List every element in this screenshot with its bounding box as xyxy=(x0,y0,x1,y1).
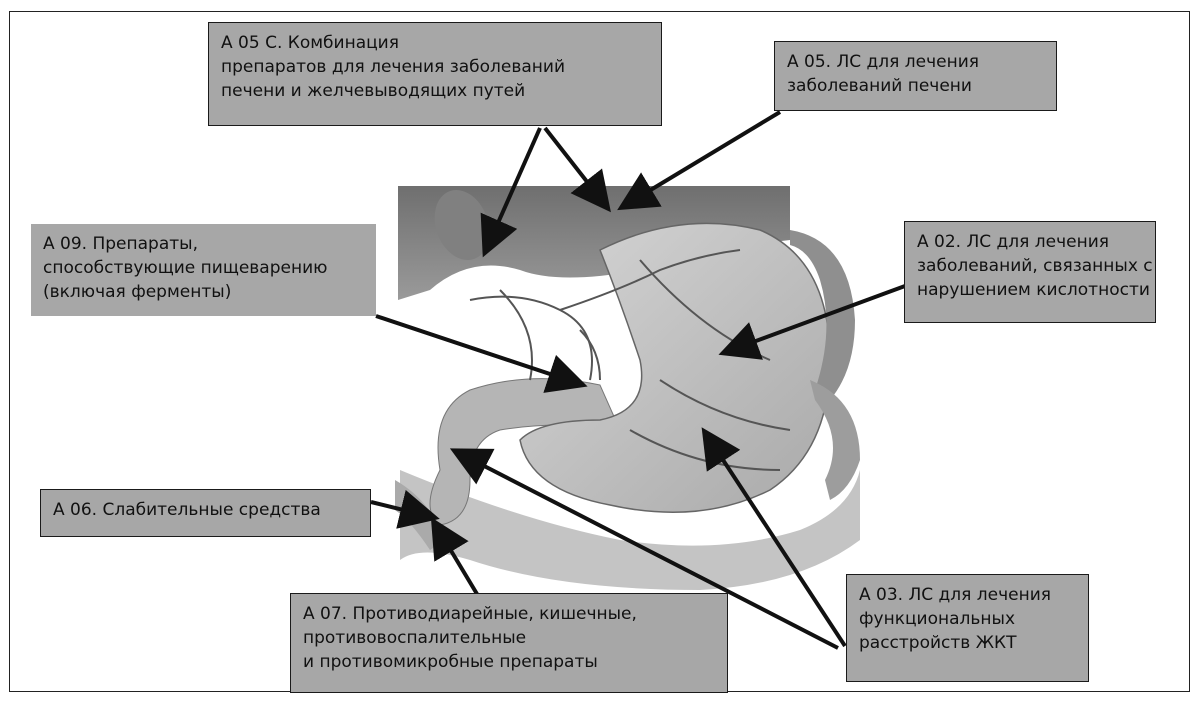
label-a05c-line-3: печени и желчевыводящих путей xyxy=(221,79,649,103)
label-a09-line-1: А 09. Препараты, xyxy=(43,232,364,256)
label-a09-line-2: способствующие пищеварению xyxy=(43,256,364,280)
label-a05: А 05. ЛС для лечения заболеваний печени xyxy=(774,41,1057,111)
label-a05-line-1: А 05. ЛС для лечения xyxy=(787,50,1044,74)
label-a05-line-2: заболеваний печени xyxy=(787,74,1044,98)
label-a03-line-1: А 03. ЛС для лечения xyxy=(859,583,1076,607)
label-a05c-line-1: А 05 С. Комбинация xyxy=(221,31,649,55)
label-a09: А 09. Препараты, способствующие пищеваре… xyxy=(31,224,376,316)
label-a03-line-3: расстройств ЖКТ xyxy=(859,631,1076,655)
label-a02-line-3: нарушением кислотности xyxy=(917,278,1143,302)
label-a07-line-3: и противомикробные препараты xyxy=(303,650,715,674)
label-a07-line-1: А 07. Противодиарейные, кишечные, xyxy=(303,602,715,626)
label-a09-line-3: (включая ферменты) xyxy=(43,280,364,304)
label-a06: А 06. Слабительные средства xyxy=(40,489,371,537)
label-a03: А 03. ЛС для лечения функциональных расс… xyxy=(846,574,1089,682)
arrow-a02-stomach xyxy=(726,286,905,352)
label-a05c: А 05 С. Комбинация препаратов для лечени… xyxy=(208,22,662,126)
label-a07: А 07. Противодиарейные, кишечные, против… xyxy=(290,593,728,693)
label-a03-line-2: функциональных xyxy=(859,607,1076,631)
label-a06-line-1: А 06. Слабительные средства xyxy=(53,498,358,522)
arrow-a05c-liver xyxy=(545,128,606,206)
arrow-a06-colon xyxy=(371,502,432,517)
arrow-a07-intestine xyxy=(435,524,477,594)
label-a02: А 02. ЛС для лечения заболеваний, связан… xyxy=(904,221,1156,323)
arrow-a09-duodenum xyxy=(376,316,580,384)
label-a02-line-1: А 02. ЛС для лечения xyxy=(917,230,1143,254)
arrow-a05-liver xyxy=(624,112,780,206)
arrow-a05c-gallbladder xyxy=(486,128,540,250)
label-a02-line-2: заболеваний, связанных с xyxy=(917,254,1143,278)
label-a07-line-2: противовоспалительные xyxy=(303,626,715,650)
label-a05c-line-2: препаратов для лечения заболеваний xyxy=(221,55,649,79)
